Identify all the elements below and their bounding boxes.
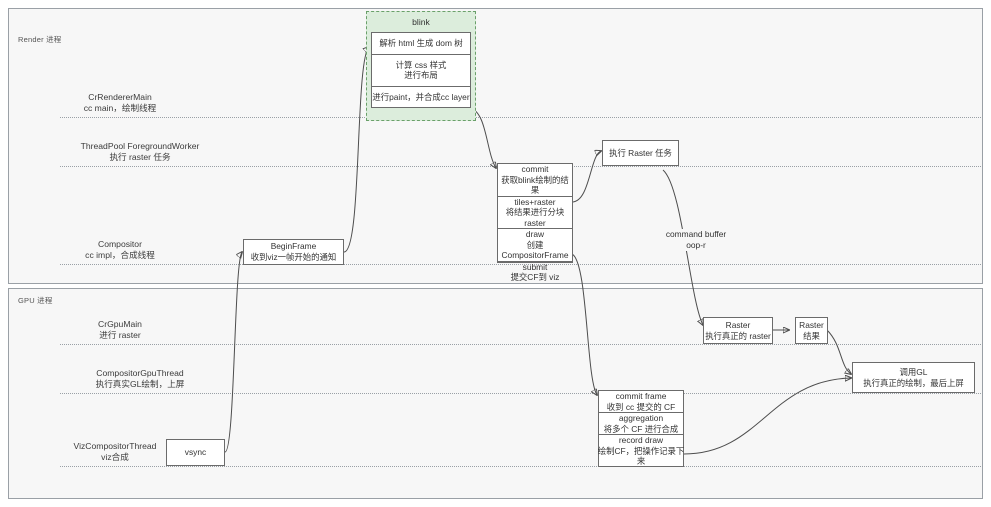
viz-step-record-draw[interactable]: record draw 绘制CF，把操作记录下来 bbox=[597, 435, 685, 467]
lane-title-vizcompositorthread: VizCompositorThread bbox=[73, 441, 157, 451]
blink-step-parse-html-line1: 解析 html 生成 dom 树 bbox=[379, 38, 463, 48]
lane-divider-vizcompositorthread bbox=[60, 466, 983, 467]
vsync-box[interactable]: vsync bbox=[166, 439, 225, 466]
cc-step-draw-line2: 创建CompositorFrame bbox=[501, 239, 569, 261]
viz-steps-stack: commit frame 收到 cc 提交的 CF aggregation 将多… bbox=[598, 390, 684, 467]
lane-sub-compositor: cc impl，合成线程 bbox=[85, 250, 155, 260]
raster-result-sub: 结果 bbox=[803, 330, 820, 341]
viz-step-aggregation-line1: aggregation bbox=[618, 413, 664, 423]
lane-divider-compositorgputhread bbox=[60, 393, 983, 394]
command-buffer-annotation: command buffer oop-r bbox=[650, 229, 742, 251]
lane-sub-crgpumain: 进行 raster bbox=[99, 330, 141, 340]
blink-step-paint-composite-line1: 进行paint，并合成cc layer bbox=[372, 91, 470, 102]
cc-step-tiles-raster[interactable]: tiles+raster 将结果进行分块raster bbox=[498, 196, 572, 229]
viz-step-aggregation-line2: 将多个 CF 进行合成 bbox=[603, 423, 679, 434]
lane-label-crrenderermain: CrRendererMain cc main，绘制线程 bbox=[40, 92, 200, 114]
cc-step-submit[interactable]: submit 提交CF到 viz bbox=[498, 262, 572, 283]
lane-divider-crrenderermain bbox=[60, 117, 983, 118]
lane-title-compositor: Compositor bbox=[98, 239, 142, 249]
raster-result-title: Raster bbox=[799, 319, 824, 330]
command-buffer-line1: command buffer bbox=[665, 229, 727, 239]
lane-title-crgpumain: CrGpuMain bbox=[98, 319, 142, 329]
raster-result-box[interactable]: Raster 结果 bbox=[795, 317, 828, 344]
begin-frame-title: BeginFrame bbox=[270, 241, 317, 251]
cc-step-draw[interactable]: draw 创建CompositorFrame bbox=[498, 229, 572, 262]
blink-step-style-layout-line1: 计算 css 样式 bbox=[395, 59, 447, 70]
viz-step-commit-frame-line2: 收到 cc 提交的 CF bbox=[606, 401, 676, 412]
lane-sub-vizcompositorthread: viz合成 bbox=[101, 452, 129, 462]
lane-label-compositorgputhread: CompositorGpuThread 执行真实GL绘制，上屏 bbox=[40, 368, 240, 390]
blink-steps-stack: 解析 html 生成 dom 树 计算 css 样式 进行布局 进行paint，… bbox=[371, 32, 471, 108]
lane-label-threadpool-worker: ThreadPool ForegroundWorker 执行 raster 任务 bbox=[40, 141, 240, 163]
raster-real-sub: 执行真正的 raster bbox=[705, 330, 771, 341]
lane-title-threadpool-worker: ThreadPool ForegroundWorker bbox=[80, 141, 200, 151]
viz-step-commit-frame[interactable]: commit frame 收到 cc 提交的 CF bbox=[599, 391, 683, 413]
blink-group-title: blink bbox=[412, 17, 430, 27]
gl-call-sub: 执行真正的绘制，最后上屏 bbox=[863, 377, 964, 388]
lane-divider-compositor bbox=[60, 264, 983, 265]
gpu-process-label: GPU 进程 bbox=[18, 296, 53, 305]
blink-step-style-layout[interactable]: 计算 css 样式 进行布局 bbox=[372, 55, 470, 87]
cc-steps-stack: commit 获取blink绘制的结果 tiles+raster 将结果进行分块… bbox=[497, 163, 573, 282]
cc-step-tiles-raster-line1: tiles+raster bbox=[514, 196, 556, 207]
viz-step-commit-frame-line1: commit frame bbox=[615, 391, 667, 401]
raster-real-box[interactable]: Raster 执行真正的 raster bbox=[703, 317, 773, 344]
cc-step-commit-line1: commit bbox=[521, 164, 549, 174]
cc-step-commit-line2: 获取blink绘制的结果 bbox=[501, 174, 569, 196]
lane-label-compositor: Compositor cc impl，合成线程 bbox=[40, 239, 200, 261]
begin-frame-sub: 收到viz一帧开始的通知 bbox=[250, 252, 337, 262]
cc-step-tiles-raster-line2: 将结果进行分块raster bbox=[505, 207, 565, 228]
viz-step-aggregation[interactable]: aggregation 将多个 CF 进行合成 bbox=[599, 413, 683, 435]
lane-sub-threadpool-worker: 执行 raster 任务 bbox=[109, 152, 171, 162]
gl-call-box[interactable]: 调用GL 执行真正的绘制，最后上屏 bbox=[852, 362, 975, 393]
cc-step-draw-line1: draw bbox=[525, 229, 545, 239]
gl-call-title: 调用GL bbox=[899, 366, 928, 377]
blink-step-paint-composite[interactable]: 进行paint，并合成cc layer bbox=[372, 87, 470, 108]
lane-label-vizcompositorthread: VizCompositorThread viz合成 bbox=[30, 441, 200, 463]
raster-real-title: Raster bbox=[725, 319, 751, 330]
blink-step-style-layout-line2: 进行布局 bbox=[404, 70, 438, 80]
raster-task-title: 执行 Raster 任务 bbox=[609, 147, 672, 158]
lane-sub-compositorgputhread: 执行真实GL绘制，上屏 bbox=[95, 379, 185, 389]
lane-title-crrenderermain: CrRendererMain bbox=[88, 92, 152, 102]
lane-divider-crgpumain bbox=[60, 344, 983, 345]
lane-sub-crrenderermain: cc main，绘制线程 bbox=[83, 103, 157, 113]
command-buffer-line2: oop-r bbox=[686, 240, 706, 250]
render-process-label: Render 进程 bbox=[18, 35, 62, 44]
viz-step-record-draw-line1: record draw bbox=[618, 435, 664, 445]
raster-task-box[interactable]: 执行 Raster 任务 bbox=[602, 140, 679, 166]
cc-step-commit[interactable]: commit 获取blink绘制的结果 bbox=[498, 164, 572, 197]
viz-step-record-draw-line2: 绘制CF，把操作记录下来 bbox=[597, 445, 685, 467]
lane-title-compositorgputhread: CompositorGpuThread bbox=[96, 368, 184, 378]
cc-step-submit-line1: submit bbox=[522, 261, 548, 272]
cc-step-submit-line2: 提交CF到 viz bbox=[510, 272, 560, 282]
lane-label-crgpumain: CrGpuMain 进行 raster bbox=[40, 319, 200, 341]
begin-frame-box[interactable]: BeginFrame 收到viz一帧开始的通知 bbox=[243, 239, 344, 265]
blink-step-parse-html[interactable]: 解析 html 生成 dom 树 bbox=[372, 33, 470, 55]
vsync-title: vsync bbox=[184, 447, 207, 457]
